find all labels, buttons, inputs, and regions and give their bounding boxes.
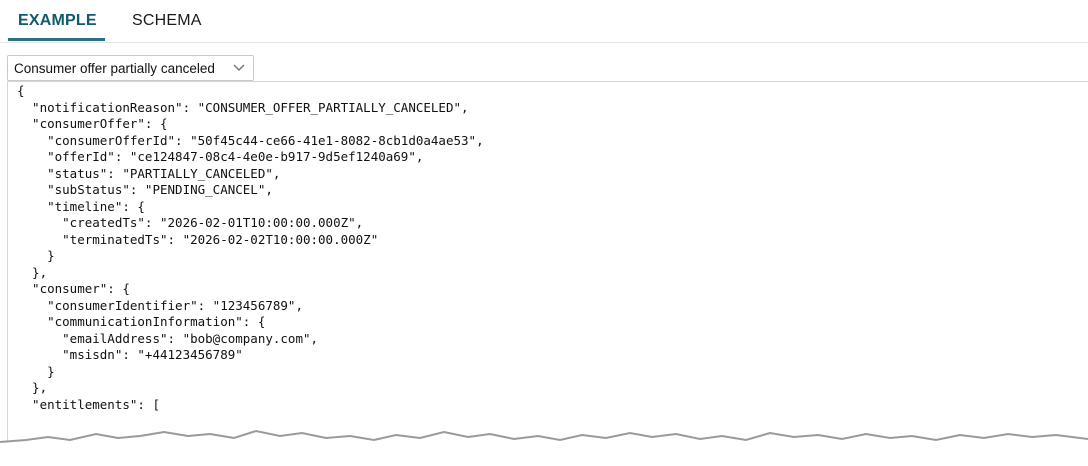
code-line: "consumerIdentifier": "123456789", xyxy=(17,297,303,313)
tab-schema[interactable]: SCHEMA xyxy=(132,12,202,29)
code-line: "offerId": "ce124847-08c4-4e0e-b917-9d5e… xyxy=(17,149,424,164)
torn-paper-edge xyxy=(0,429,1088,466)
code-line: "consumerOfferId": "50f45c44-ce66-41e1-8… xyxy=(17,132,484,148)
example-json-panel: { "notificationReason": "CONSUMER_OFFER_… xyxy=(7,81,1088,466)
code-line: "timeline": { xyxy=(17,198,145,214)
code-line: "createdTs": "2026-02-01T10:00:00.000Z", xyxy=(17,215,364,230)
code-line: "consumer": { xyxy=(17,281,130,296)
example-selector-value: Consumer offer partially canceled xyxy=(14,61,215,76)
code-line: "emailAddress": "bob@company.com", xyxy=(17,330,319,346)
code-line: "notificationReason": "CONSUMER_OFFER_PA… xyxy=(17,99,469,115)
code-line: } xyxy=(17,363,55,379)
tab-bar: EXAMPLE SCHEMA xyxy=(0,0,1088,43)
code-line: "communicationInformation": { xyxy=(17,314,266,329)
code-line: "terminatedTs": "2026-02-02T10:00:00.000… xyxy=(17,231,379,247)
code-line: "consumerOffer": { xyxy=(17,116,168,131)
tab-example[interactable]: EXAMPLE xyxy=(18,12,97,29)
code-line: }, xyxy=(17,380,48,395)
code-line: { xyxy=(17,83,25,98)
example-json-code: { "notificationReason": "CONSUMER_OFFER_… xyxy=(17,83,484,413)
chevron-down-icon xyxy=(233,64,245,72)
active-tab-indicator xyxy=(8,38,105,41)
code-line: "status": "PARTIALLY_CANCELED", xyxy=(17,165,281,181)
code-line: }, xyxy=(17,264,48,280)
code-line: } xyxy=(17,248,55,263)
code-line: "entitlements": [ xyxy=(17,396,160,412)
code-line: "msisdn": "+44123456789" xyxy=(17,347,243,362)
code-line: "subStatus": "PENDING_CANCEL", xyxy=(17,182,273,197)
example-selector[interactable]: Consumer offer partially canceled xyxy=(7,55,254,81)
